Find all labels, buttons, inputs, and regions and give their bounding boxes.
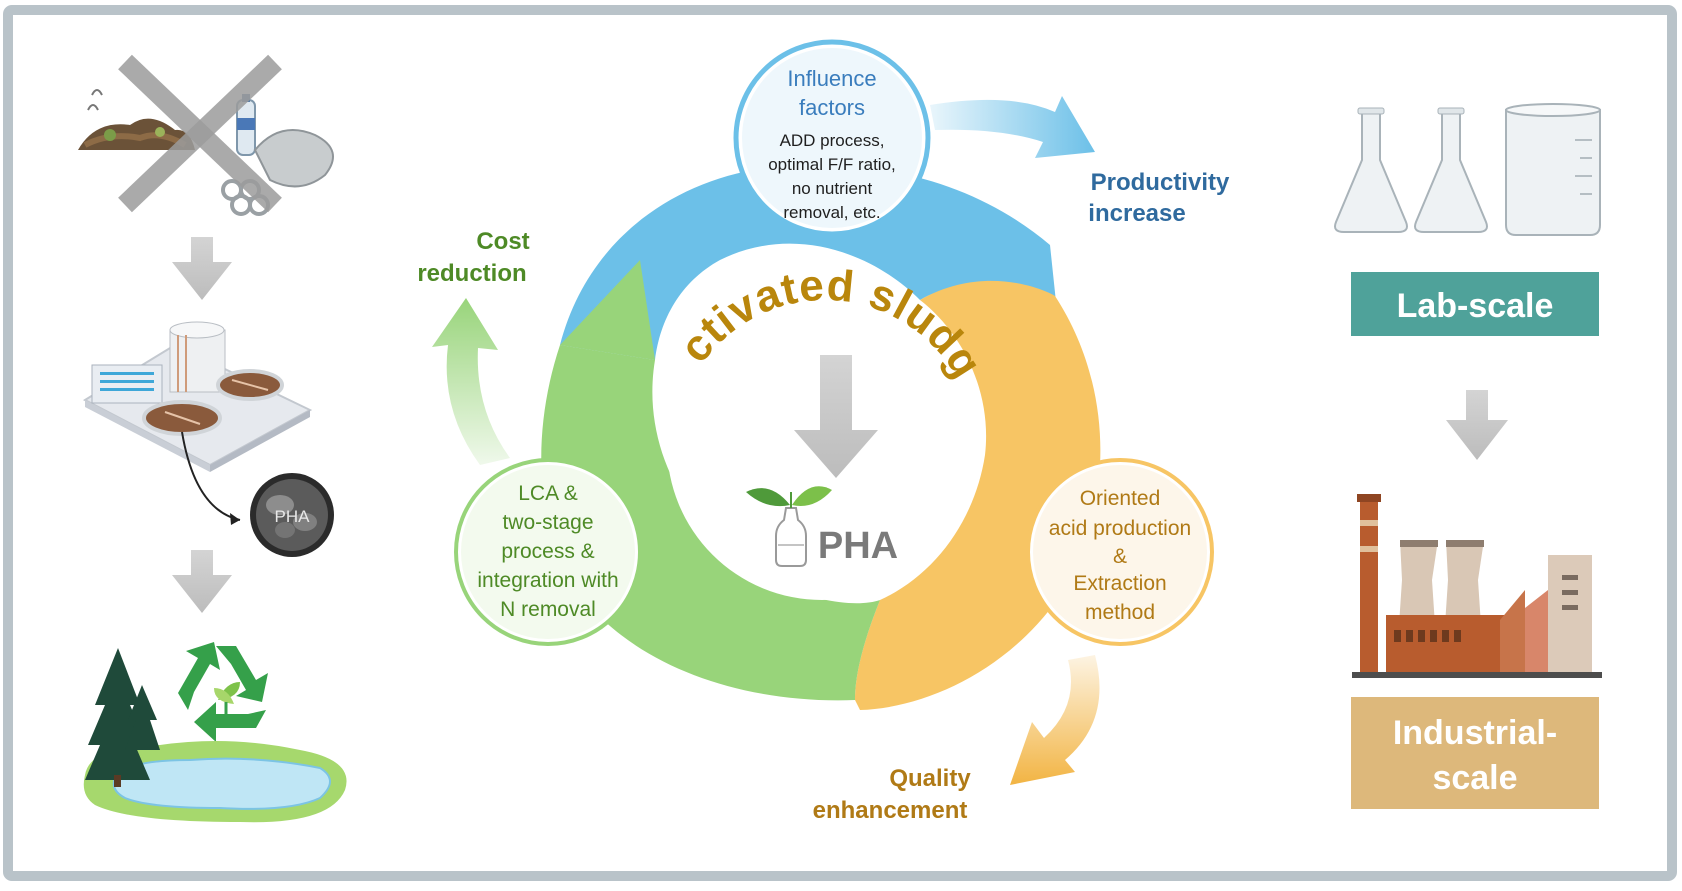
oriented-acid-node: Oriented acid production & Extraction me…	[1026, 458, 1214, 646]
influence-line: no nutrient	[792, 179, 873, 198]
forest-lake-icon	[83, 648, 347, 823]
down-arrow-1	[172, 237, 232, 300]
lca-line: LCA &	[518, 482, 578, 505]
productivity-label-1: Productivity	[1091, 169, 1230, 196]
cost-reduction-arrow	[432, 298, 510, 465]
lab-scale-label: Lab-scale	[1397, 287, 1554, 325]
lca-line: process &	[501, 540, 594, 563]
lca-node: LCA & two-stage process & integration wi…	[454, 458, 642, 646]
lca-line: two-stage	[502, 511, 593, 534]
pha-product-label: PHA	[818, 525, 898, 567]
recycle-icon	[178, 642, 268, 742]
outer-frame	[3, 5, 1677, 881]
influence-line: removal, etc.	[783, 203, 880, 222]
industrial-scale-box	[1351, 697, 1599, 809]
influence-title-2: factors	[799, 95, 865, 120]
pha-granule-icon: PHA	[250, 473, 334, 557]
quality-label-1: Quality	[889, 765, 971, 792]
oriented-line: method	[1085, 601, 1155, 624]
ring-green-segment	[541, 260, 880, 701]
industrial-scale-label-2: scale	[1432, 759, 1517, 797]
quality-label-2: enhancement	[813, 797, 968, 824]
industrial-scale-label-1: Industrial-	[1393, 714, 1557, 752]
wastewater-treatment-plant-icon	[82, 321, 313, 472]
oriented-line: &	[1113, 545, 1127, 568]
left-panel: PHA	[78, 54, 347, 823]
lab-scale-box	[1351, 272, 1599, 336]
productivity-label-2: increase	[1088, 200, 1185, 227]
influence-title-1: Influence	[787, 66, 876, 91]
crossed-out-waste-icon	[78, 54, 334, 216]
center-down-arrow	[794, 355, 878, 478]
bioplastic-bottle-icon	[746, 486, 832, 567]
ring-blue-segment	[560, 164, 1060, 360]
factory-icon	[1352, 494, 1602, 678]
oriented-line: Extraction	[1073, 572, 1166, 595]
ring-orange-segment	[855, 280, 1101, 710]
oriented-line: Oriented	[1080, 487, 1161, 510]
glassware-icon	[1334, 103, 1601, 236]
lca-line: N removal	[500, 598, 596, 621]
right-panel: Lab-scale	[1334, 103, 1602, 809]
lca-line: integration with	[477, 569, 618, 592]
cost-label-1: Cost	[476, 228, 529, 255]
oriented-line: acid production	[1049, 517, 1191, 540]
quality-arrow	[1010, 655, 1100, 785]
influence-line: ADD process,	[780, 131, 885, 150]
productivity-arrow	[930, 96, 1095, 158]
scale-up-arrow	[1446, 390, 1508, 460]
down-arrow-2	[172, 550, 232, 613]
influence-line: optimal F/F ratio,	[768, 155, 896, 174]
pha-granule-label: PHA	[275, 507, 311, 526]
cost-label-2: reduction	[417, 260, 526, 287]
influence-factors-node: Influence factors ADD process, optimal F…	[733, 39, 931, 237]
